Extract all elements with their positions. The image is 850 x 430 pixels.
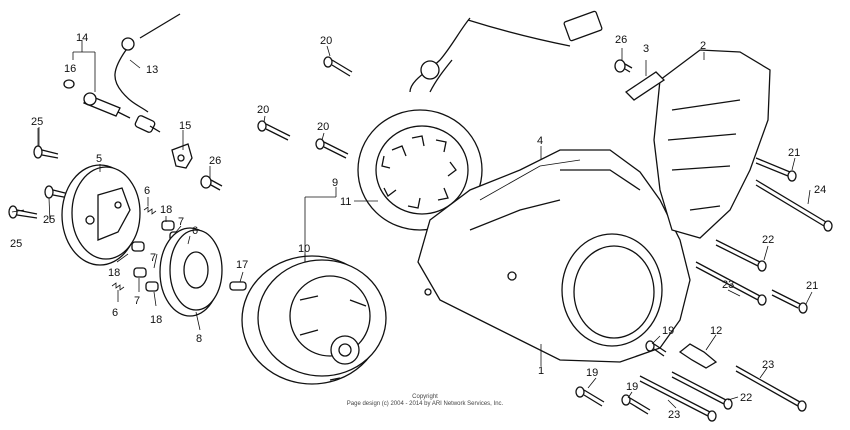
- callout-25-top: 25: [31, 116, 43, 128]
- roller-7-mid: [133, 267, 147, 278]
- bolt-19-left: [575, 386, 605, 407]
- callout-14: 14: [76, 32, 88, 44]
- pin-17: [229, 281, 247, 291]
- bolt-26-right: [614, 59, 633, 73]
- callout-12: 12: [710, 325, 722, 337]
- callout-8: 8: [196, 333, 202, 345]
- callout-20-top: 20: [320, 35, 332, 47]
- bolt-21-bottom: [771, 289, 808, 314]
- callout-6-bottom: 6: [112, 307, 118, 319]
- callout-13: 13: [146, 64, 158, 76]
- roller-18-mid: [131, 241, 145, 252]
- bolt-24: [755, 179, 833, 232]
- callout-23-top: 23: [722, 279, 734, 291]
- clamp-12: [678, 343, 718, 369]
- callout-1: 1: [538, 365, 544, 377]
- callout-23-bottom: 23: [668, 409, 680, 421]
- bolt-19-right: [621, 394, 651, 415]
- callout-19-left: 19: [586, 367, 598, 379]
- bolt-21-top: [755, 157, 797, 182]
- callout-20-right: 20: [317, 121, 329, 133]
- bolt-22-top: [715, 239, 767, 272]
- callout-16: 16: [64, 63, 76, 75]
- callout-26-left: 26: [209, 155, 221, 167]
- callout-11: 11: [340, 196, 351, 208]
- bolt-23-top: [695, 261, 767, 306]
- callout-10: 10: [298, 243, 310, 255]
- screw-25-top: [33, 145, 59, 159]
- callout-17: 17: [236, 259, 248, 271]
- callout-25-bottom: 25: [10, 238, 22, 250]
- starter-clutch-outer-5: [61, 164, 141, 266]
- bolt-20-right: [315, 138, 349, 159]
- bolt-23-bottom: [639, 375, 717, 422]
- bolt-22-bottom: [671, 371, 733, 410]
- callout-18-mid: 18: [108, 267, 120, 279]
- switch-assembly-14: [83, 92, 131, 119]
- callout-7-mid: 7: [150, 252, 156, 264]
- wire-harness-13: [114, 13, 181, 133]
- spring-6-bottom: [111, 282, 125, 291]
- callout-5: 5: [96, 153, 102, 165]
- side-plate-8: [159, 227, 223, 317]
- callout-23-right: 23: [762, 359, 774, 371]
- leader-lines: [11, 40, 813, 409]
- callout-22-top: 22: [762, 234, 774, 246]
- callout-15: 15: [179, 120, 191, 132]
- callout-20-left: 20: [257, 104, 269, 116]
- callout-24: 24: [814, 184, 826, 196]
- bolt-20-left: [257, 120, 291, 141]
- callout-labels: 14 16 13 15 26 25 5 6 18 7 6 7 18 7 6 18…: [10, 32, 826, 421]
- flywheel-10: [241, 255, 387, 385]
- copyright-notice: Copyright Page design (c) 2004 - 2014 by…: [300, 394, 550, 408]
- gasket-4: [479, 159, 581, 201]
- callout-26-right: 26: [615, 34, 627, 46]
- callout-22-bottom: 22: [740, 392, 752, 404]
- callout-25-mid: 25: [43, 214, 55, 226]
- spring-6-top: [143, 206, 157, 215]
- callout-2: 2: [700, 40, 706, 52]
- bolt-20-top: [323, 56, 353, 77]
- callout-18-bottom: 18: [150, 314, 162, 326]
- roller-18-top: [161, 220, 175, 231]
- o-ring-16: [63, 79, 75, 89]
- bolt-26-left: [200, 175, 223, 191]
- callout-4: 4: [537, 135, 543, 147]
- callout-21-bottom: 21: [806, 280, 818, 292]
- stay-15: [171, 143, 193, 169]
- callout-6-top: 6: [144, 185, 150, 197]
- callout-6-mid: 6: [192, 225, 198, 237]
- callout-9: 9: [332, 177, 338, 189]
- copyright-line-1: Copyright: [412, 394, 438, 400]
- callout-19-top: 19: [662, 325, 674, 337]
- bolt-23-right: [735, 365, 807, 412]
- side-cover-2: [653, 49, 771, 239]
- callout-18-top: 18: [160, 204, 172, 216]
- crankcase-cover-1: [417, 149, 691, 363]
- callout-3: 3: [643, 43, 649, 55]
- callout-7-top: 7: [178, 216, 184, 228]
- bracket-3: [624, 71, 666, 101]
- roller-18-bottom: [145, 281, 159, 292]
- callout-19-right: 19: [626, 381, 638, 393]
- callout-7-bottom: 7: [134, 295, 140, 307]
- copyright-line-2: Page design (c) 2004 - 2014 by ARI Netwo…: [346, 401, 504, 407]
- callout-21-top: 21: [788, 147, 800, 159]
